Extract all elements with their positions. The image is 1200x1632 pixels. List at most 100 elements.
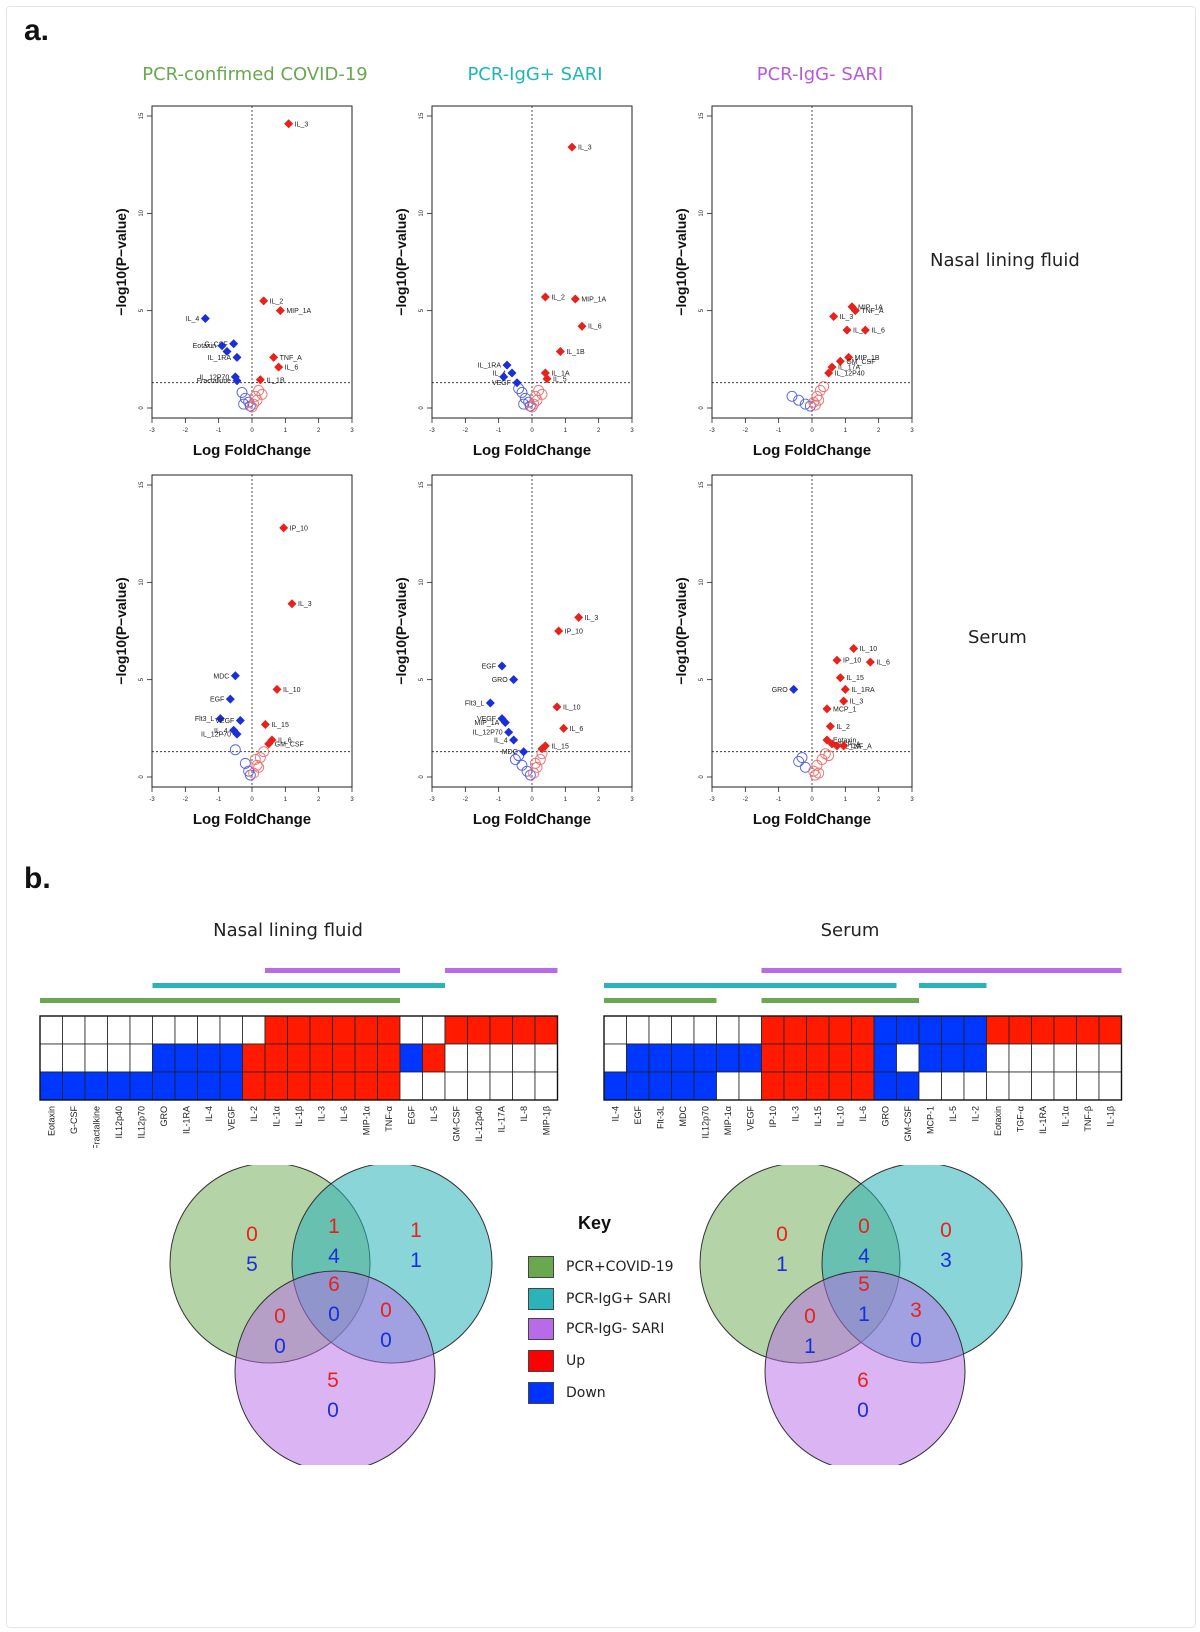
venn-circle-iggneg <box>764 1270 966 1465</box>
point-label: G_CSF <box>204 341 227 348</box>
heatmap-cell <box>129 1015 153 1045</box>
heatmap-cell <box>512 1071 536 1101</box>
point-label: IL_6 <box>588 324 602 331</box>
point-label: Flt3_L <box>195 716 215 723</box>
heatmap-cell <box>986 1071 1010 1101</box>
heatmap-cell <box>1076 1071 1100 1101</box>
point-label: IP_10 <box>843 658 861 665</box>
sig-point <box>504 727 514 737</box>
point-label: IL_2 <box>853 328 867 335</box>
heatmap-cell <box>512 1043 536 1073</box>
heatmap-cell <box>918 1071 942 1101</box>
sig-point <box>827 362 837 372</box>
ns-point <box>528 767 540 779</box>
y-tick-label: 5 <box>419 677 425 681</box>
heatmap-cell <box>512 1015 536 1045</box>
heatmap-cell <box>603 1071 627 1101</box>
venn-circle-iggneg <box>234 1270 436 1465</box>
sig-point <box>540 292 550 302</box>
x-tick-label: -2 <box>743 797 749 803</box>
heatmap-column-label: GRO <box>880 1106 890 1127</box>
column-title-iggpos: PCR-IgG+ SARI <box>467 64 603 85</box>
heatmap-cell <box>806 1015 830 1045</box>
venn-count-up: 0 <box>246 1223 258 1246</box>
heatmap-cell <box>648 1071 672 1101</box>
heatmap-cell <box>287 1071 311 1101</box>
heatmap-cell <box>761 1071 785 1101</box>
heatmap-border <box>603 1015 1123 1101</box>
key-item-covid: PCR+COVID-19 <box>528 1256 674 1278</box>
heatmap-cell <box>986 1015 1010 1045</box>
heatmap-cell <box>963 1071 987 1101</box>
sig-point <box>844 352 854 362</box>
heatmap-cell <box>828 1043 852 1073</box>
y-tick-label: 15 <box>699 481 705 488</box>
heatmap-cell <box>197 1043 221 1073</box>
heatmap-cell <box>377 1015 401 1045</box>
heatmap-column-label: G-CSF <box>69 1106 79 1135</box>
point-label: IL_12P70 <box>201 732 231 739</box>
sig-point <box>789 684 799 694</box>
sig-point <box>485 698 495 708</box>
x-axis-label: Log FoldChange <box>753 811 871 828</box>
x-tick-label: 1 <box>564 797 568 803</box>
heatmap-cell <box>806 1043 830 1073</box>
heatmap-cell <box>422 1043 446 1073</box>
heatmap-column-label: GM-CSF <box>451 1106 461 1142</box>
y-axis-label: −log10(P−value) <box>673 577 689 684</box>
venn-count-up: 3 <box>910 1299 922 1322</box>
heatmap-cell <box>422 1015 446 1045</box>
venn-count-up: 0 <box>940 1219 952 1242</box>
sig-point <box>275 306 285 316</box>
heatmap-cell <box>242 1043 266 1073</box>
sig-point <box>500 717 510 727</box>
group-bar-green <box>40 998 400 1003</box>
sig-point <box>232 376 242 386</box>
sig-point <box>839 741 849 751</box>
x-tick-label: 3 <box>630 428 634 434</box>
heatmap-cell <box>399 1015 423 1045</box>
point-label: IL_1A <box>551 370 570 377</box>
heatmap-title-nasal: Nasal lining fluid <box>213 920 363 941</box>
sig-point <box>552 702 562 712</box>
x-tick-label: 2 <box>317 428 321 434</box>
sig-point <box>287 599 297 609</box>
heatmap-column-label: IL12p40 <box>114 1106 124 1139</box>
point-label: GM_CSF <box>275 741 304 748</box>
point-label: IL_3 <box>850 699 864 706</box>
key-title: Key <box>578 1213 612 1233</box>
point-label: IL_3 <box>585 615 599 622</box>
venn-count-down: 0 <box>328 1303 340 1326</box>
heatmap-column-label: Fractalkine <box>91 1106 101 1148</box>
heatmap-cell <box>1053 1071 1077 1101</box>
heatmap-cell <box>332 1071 356 1101</box>
x-tick-label: 1 <box>844 428 848 434</box>
heatmap-cell <box>377 1071 401 1101</box>
y-tick-label: 15 <box>419 112 425 119</box>
heatmap-cell <box>1076 1043 1100 1073</box>
y-tick-label: 5 <box>139 308 145 312</box>
x-tick-label: 2 <box>597 428 601 434</box>
sig-point <box>274 362 284 372</box>
heatmap-cell <box>1031 1015 1055 1045</box>
heatmap-cell <box>783 1071 807 1101</box>
venn-count-up: 0 <box>804 1305 816 1328</box>
point-label: TNF_A <box>861 308 884 315</box>
y-axis-label: −log10(P−value) <box>113 577 129 684</box>
ns-point <box>253 761 265 773</box>
point-label: IL_6 <box>278 738 292 745</box>
heatmap-cell <box>219 1043 243 1073</box>
heatmap-cell <box>84 1015 108 1045</box>
group-bar-purple <box>265 968 400 973</box>
x-tick-label: -1 <box>496 797 502 803</box>
venn-count-down: 0 <box>274 1335 286 1358</box>
heatmap-column-label: GRO <box>159 1106 169 1127</box>
ns-point <box>786 390 798 402</box>
point-label: Eotaxin <box>193 343 216 350</box>
x-tick-label: 1 <box>844 797 848 803</box>
